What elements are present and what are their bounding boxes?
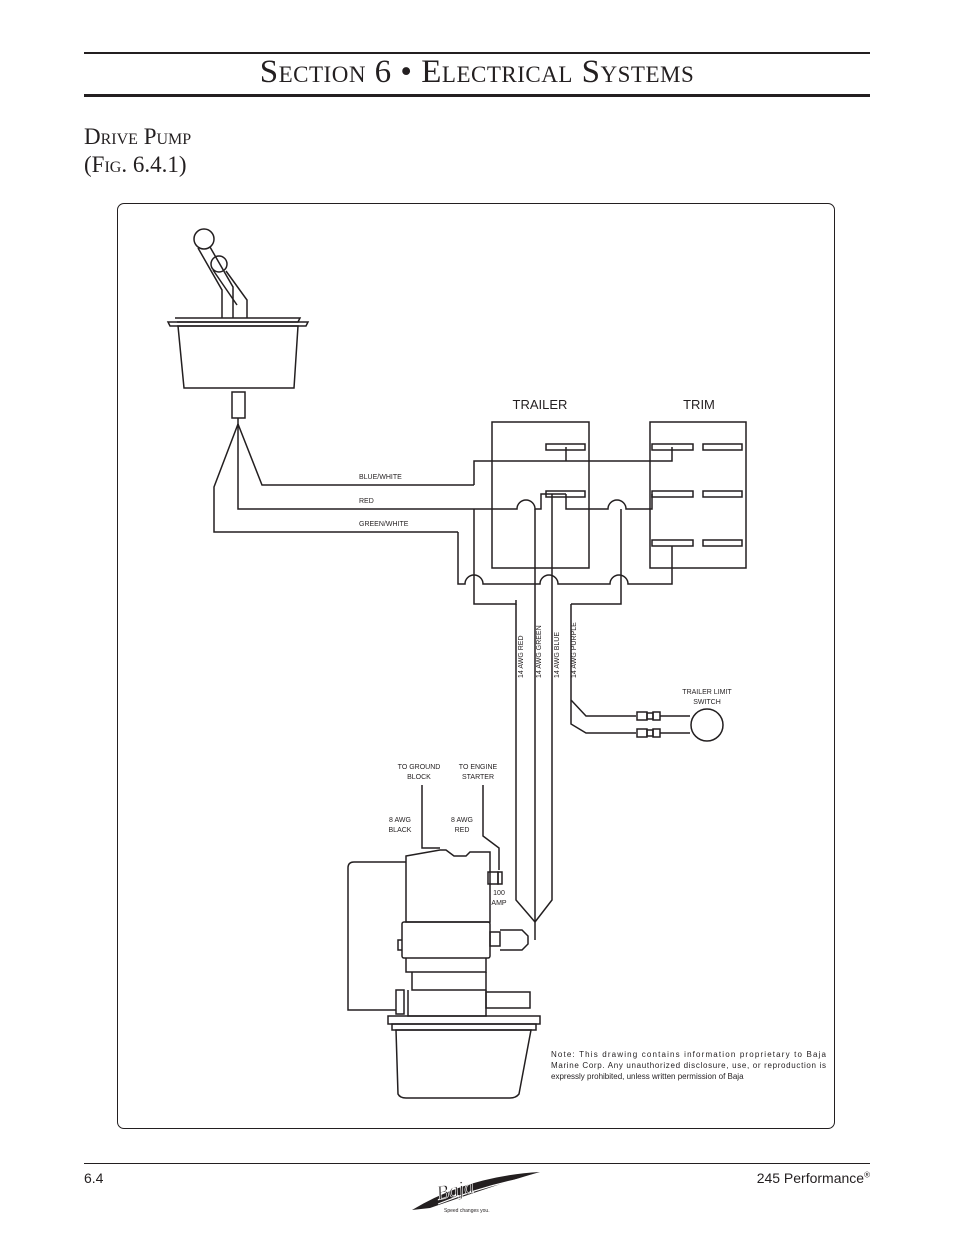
model-name: 245 Performance® xyxy=(757,1170,870,1186)
page-number: 6.4 xyxy=(84,1170,104,1186)
drive-pump xyxy=(347,849,541,1099)
note-line-2: Marine Corp. Any unauthorized disclosure… xyxy=(551,1061,826,1070)
baja-logo: Baja Speed changes you. xyxy=(412,1172,540,1214)
section-title: Drive Pump xyxy=(84,124,192,149)
fuse-label-1: 100 xyxy=(493,890,505,897)
awg-label-blue: 14 AWG BLUE xyxy=(554,632,561,678)
note-line-1: Note: This drawing contains information … xyxy=(551,1050,827,1059)
wire-label-blue-white: BLUE/WHITE xyxy=(359,474,402,481)
awg-labels: 14 AWG RED 14 AWG GREEN 14 AWG BLUE 14 A… xyxy=(518,622,578,678)
awg-red-label-1: 8 AWG xyxy=(451,817,473,824)
switch-interconnect-wires xyxy=(457,447,673,605)
throttle-control xyxy=(166,228,310,424)
awg-red-label-2: RED xyxy=(455,827,470,834)
ground-block-label-1: TO GROUND xyxy=(398,764,441,771)
header-rule-bottom xyxy=(84,94,870,97)
figure-reference: (Fig. 6.4.1) xyxy=(84,152,187,177)
fuse-label-2: AMP xyxy=(491,900,507,907)
ground-block-label-2: BLOCK xyxy=(407,774,431,781)
harness-wires xyxy=(515,560,636,940)
engine-starter-label-2: STARTER xyxy=(462,774,494,781)
trim-switch xyxy=(649,421,747,569)
wire-labels: BLUE/WHITE RED GREEN/WHITE xyxy=(359,474,409,528)
awg-black-label-2: BLACK xyxy=(389,827,412,834)
wire-label-green-white: GREEN/WHITE xyxy=(359,521,409,528)
logo-tagline: Speed changes you. xyxy=(444,1208,490,1214)
footer-rule xyxy=(84,1163,870,1164)
trailer-label: TRAILER xyxy=(513,397,568,412)
awg-label-red: 14 AWG RED xyxy=(518,635,525,678)
engine-starter-label-1: TO ENGINE xyxy=(459,764,498,771)
awg-label-green: 14 AWG GREEN xyxy=(536,625,543,678)
header-rule-top xyxy=(84,52,870,54)
note-line-3: expressly prohibited, unless written per… xyxy=(551,1072,744,1081)
trailer-limit-switch xyxy=(636,708,724,742)
control-wires xyxy=(213,423,474,533)
wire-label-red: RED xyxy=(359,498,374,505)
model-name-text: 245 Performance xyxy=(756,1170,865,1186)
logo-text: Baja xyxy=(434,1176,476,1205)
trailer-limit-label-1: TRAILER LIMIT xyxy=(682,689,732,696)
awg-label-purple: 14 AWG PURPLE xyxy=(571,622,578,678)
awg-black-label-1: 8 AWG xyxy=(389,817,411,824)
diagram-frame xyxy=(117,203,835,1129)
registered-mark: ® xyxy=(864,1170,870,1180)
power-cables xyxy=(421,785,500,870)
page-title: Section 6 • Electrical Systems xyxy=(259,54,695,90)
trim-label: TRIM xyxy=(683,397,715,412)
trailer-limit-label-2: SWITCH xyxy=(693,699,721,706)
